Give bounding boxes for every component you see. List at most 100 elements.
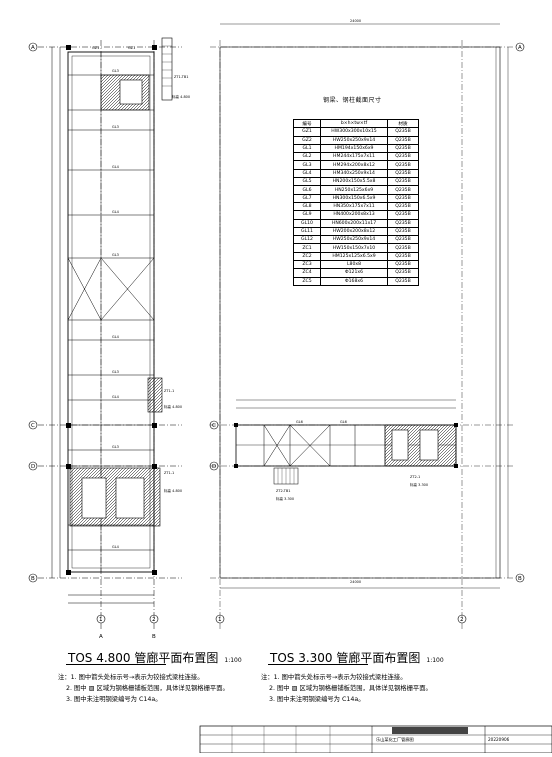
svg-text:标高 4.800: 标高 4.800 (164, 404, 182, 409)
table-cell: Q235B (387, 201, 419, 212)
table-cell: Q235B (387, 135, 419, 145)
table-cell: Q235B (387, 210, 419, 220)
left-title-underline (66, 664, 166, 665)
table-cell: HN300x150x6.5x9 (320, 193, 388, 203)
table-cell: GL1 (293, 143, 321, 154)
svg-text:GL3: GL3 (112, 125, 119, 129)
table-cell: GZ1 (293, 127, 321, 137)
axis-1-right: 1 (218, 617, 222, 623)
table-cell: GL3 (293, 160, 321, 170)
right-drawing-title: TOS 3.300 管廊平面布置图 1:100 (270, 649, 444, 666)
svg-text:GZ1: GZ1 (128, 46, 135, 50)
svg-text:GL3: GL3 (112, 445, 119, 449)
left-scale: 1:100 (224, 657, 242, 664)
table-cell: Q235B (387, 243, 419, 253)
table-cell: Q235B (387, 251, 419, 262)
table-cell: GL8 (293, 201, 321, 212)
svg-text:GZ1: GZ1 (92, 46, 99, 50)
svg-text:GL4: GL4 (112, 545, 120, 549)
table-cell: Q235B (387, 168, 419, 179)
svg-text:GL3: GL3 (112, 253, 119, 257)
table-cell: Q235B (387, 260, 419, 270)
project-name: 乐山某化工厂管廊图 (376, 737, 414, 742)
axis-B-left: B (31, 576, 35, 582)
table-cell: HN200x150x5.5x8 (320, 177, 388, 187)
table-cell: HN350x175x7x11 (320, 201, 388, 212)
table-cell: Φ121x6 (320, 268, 388, 278)
svg-text:GL6: GL6 (296, 420, 303, 424)
table-cell: ZC1 (293, 243, 321, 253)
section-table-title: 钢梁、钢柱截面尺寸 (323, 97, 382, 104)
note-left-3: 3. 图中未注明钢梁编号为 C14a。 (66, 696, 162, 703)
table-cell: b×h×tw×tf (320, 118, 388, 129)
table-cell: GL9 (293, 210, 321, 220)
table-cell: Q235B (387, 226, 419, 237)
table-cell: 编号 (293, 118, 321, 129)
table-cell: Q235B (387, 152, 419, 162)
svg-text:GL4: GL4 (112, 210, 120, 214)
table-cell: GL11 (293, 226, 321, 237)
axis-1-left: 1 (99, 617, 103, 623)
svg-text:标高 3.300: 标高 3.300 (410, 482, 428, 487)
right-scale: 1:100 (426, 657, 444, 664)
table-cell: GZ2 (293, 135, 321, 145)
right-title-text: TOS 3.300 管廊平面布置图 (270, 651, 421, 665)
table-cell: HN400x200x8x13 (320, 210, 388, 220)
table-cell: GL5 (293, 177, 321, 187)
svg-text:ZT1-1: ZT1-1 (164, 471, 174, 475)
note-left-2: 2. 图中 ▨ 区域为钢格栅铺板范围，具体详见钢格栅平面。 (66, 685, 229, 692)
table-cell: Q235B (387, 218, 419, 228)
table-cell: GL4 (293, 168, 321, 179)
table-cell: ZC5 (293, 276, 321, 286)
table-cell: Φ168x6 (320, 276, 388, 286)
table-cell: HW250x250x9x14 (320, 135, 388, 145)
table-cell: L80x8 (320, 260, 388, 270)
svg-text:24000: 24000 (350, 19, 361, 23)
svg-text:GL4: GL4 (112, 335, 120, 339)
table-cell: GL2 (293, 152, 321, 162)
note-left-1: 注：1. 图中箭头处标示号→表示为铰接式梁柱连接。 (58, 674, 204, 681)
table-cell: HM340x250x9x14 (320, 168, 388, 179)
table-cell: Q235B (387, 127, 419, 137)
note-right-2: 2. 图中 ▨ 区域为钢格栅铺板范围，具体详见钢格栅平面。 (269, 685, 432, 692)
axis-label-A: A (99, 634, 103, 640)
table-cell: HN250x125x6x9 (320, 185, 388, 195)
notes-left: 注：1. 图中箭头处标示号→表示为铰接式梁柱连接。 2. 图中 ▨ 区域为钢格栅… (58, 672, 229, 705)
table-cell: HM125x125x6.5x9 (320, 251, 388, 262)
table-cell: Q235B (387, 268, 419, 278)
table-cell: Q235B (387, 193, 419, 203)
axis-C-right: C (212, 423, 216, 429)
table-cell: Q235B (387, 160, 419, 170)
svg-text:ZT2-TB1: ZT2-TB1 (276, 489, 290, 493)
table-cell: Q235B (387, 143, 419, 154)
table-cell: HM244x175x7x11 (320, 152, 388, 162)
svg-text:GL4: GL4 (112, 395, 120, 399)
axis-A-right: A (518, 45, 522, 51)
table-cell: HW300x300x10x15 (320, 127, 388, 137)
table-cell: GL6 (293, 185, 321, 195)
table-cell: Q235B (387, 276, 419, 286)
table-cell: GL12 (293, 235, 321, 245)
table-cell: HN600x200x11x17 (320, 218, 388, 228)
